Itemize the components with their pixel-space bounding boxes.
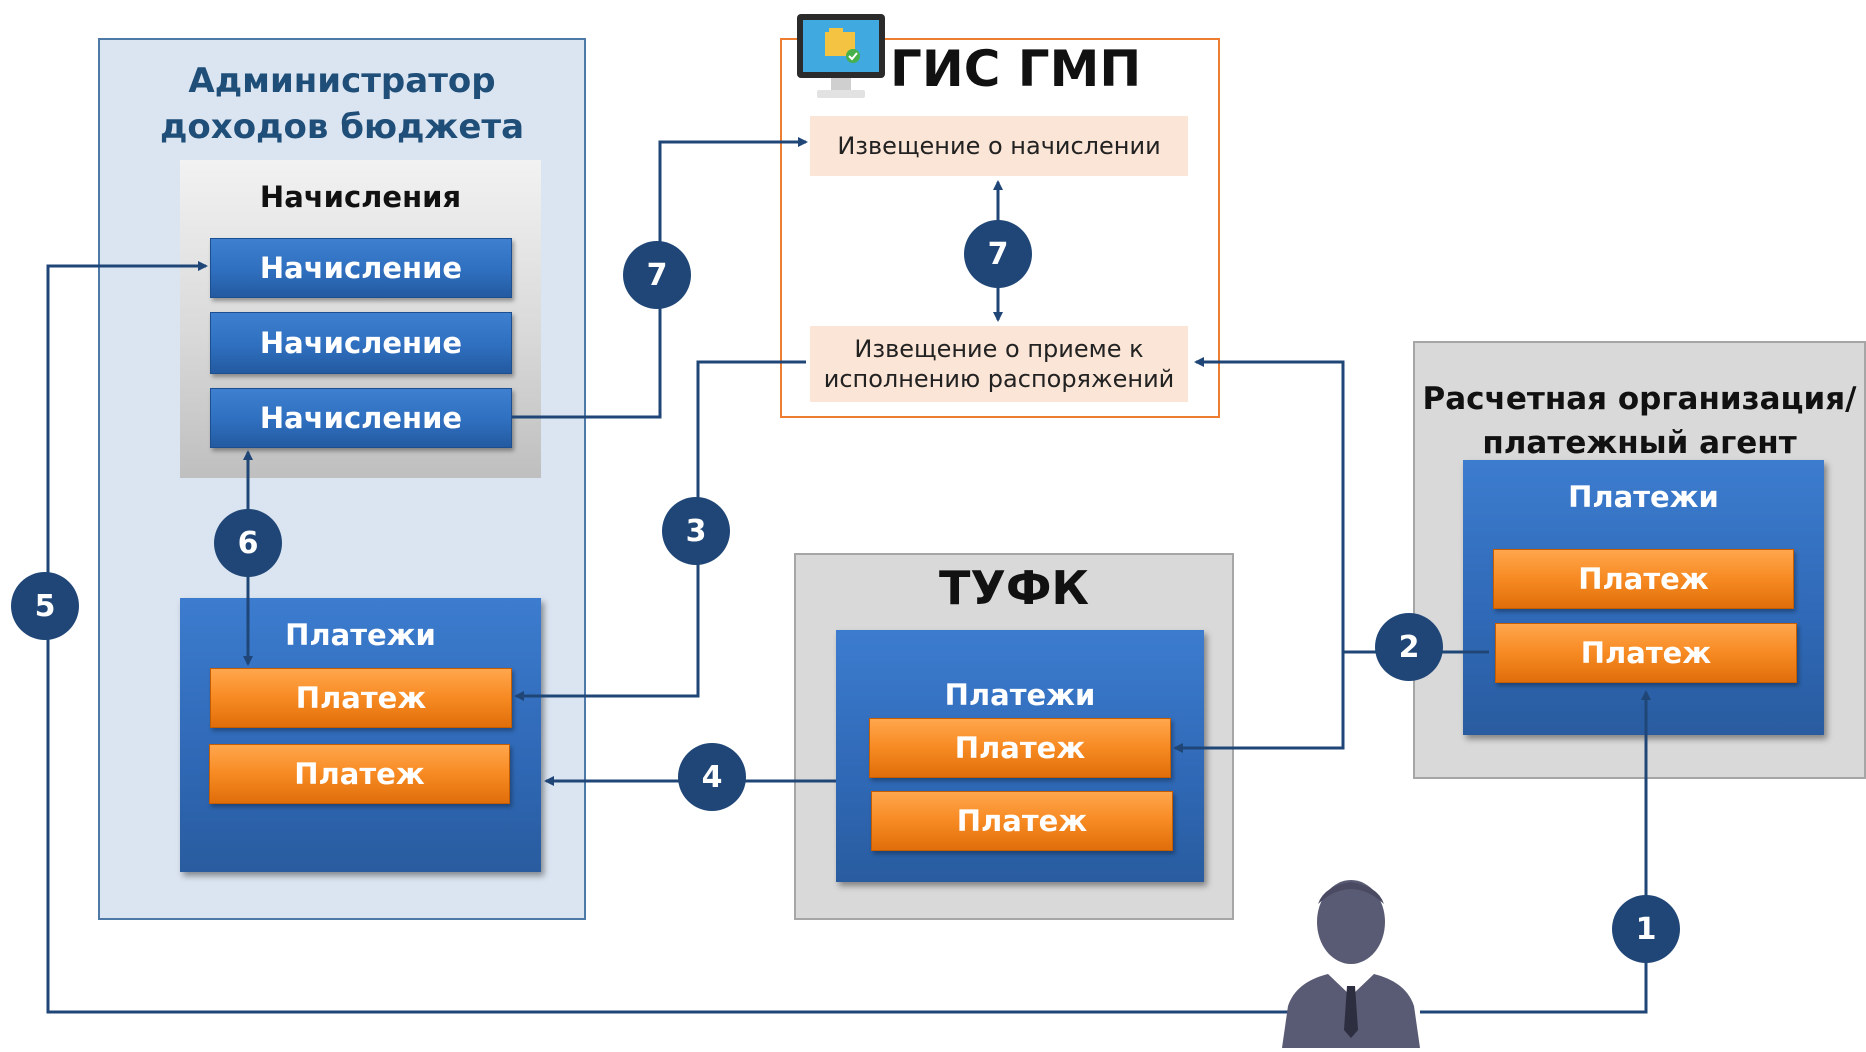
step-circle: 1 [1612,895,1680,963]
agent-payments-title: Платежи [1568,480,1719,514]
budget-admin-title: Администратор доходов бюджета [100,58,584,150]
payment-agent-title-line2: платежный агент [1482,425,1797,461]
flow-2-tufk-line [1173,652,1345,753]
tufk-title: ТУФК [938,561,1090,615]
budget-admin-title-line2: доходов бюджета [159,107,525,147]
payment-item[interactable]: Платеж [869,718,1171,778]
notice-accrual[interactable]: Извещение о начислении [810,116,1188,176]
payment-item[interactable]: Платеж [209,744,510,804]
payment-item[interactable]: Платеж [210,668,512,728]
accruals-title: Начисления [259,180,462,214]
gis-gmp-title: ГИС ГМП [890,40,1142,98]
budget-admin-title-line1: Администратор [188,61,496,101]
person-icon [1278,870,1424,1048]
payment-item[interactable]: Платеж [1495,623,1797,683]
admin-payments-title: Платежи [285,618,436,652]
accrual-item[interactable]: Начисление [210,312,512,374]
computer-monitor-icon [795,12,887,104]
payment-agent-title: Расчетная организация/ платежный агент [1415,377,1864,465]
admin-payments-panel: Платежи [180,598,541,872]
notice-acceptance-line2: исполнению распоряжений [823,365,1175,393]
accrual-item[interactable]: Начисление [210,388,512,448]
payment-item[interactable]: Платеж [1493,549,1794,609]
step-circle: 6 [214,509,282,577]
step-circle: 2 [1375,613,1443,681]
step-circle: 7 [623,241,691,309]
tufk-payments-title: Платежи [944,678,1096,712]
accrual-item[interactable]: Начисление [210,238,512,298]
notice-accrual-label: Извещение о начислении [837,132,1161,160]
flow-2-line [1194,357,1489,654]
notice-acceptance[interactable]: Извещение о приеме к исполнению распоряж… [810,326,1188,402]
step-circle: 3 [662,497,730,565]
step-circle: 4 [678,743,746,811]
payment-item[interactable]: Платеж [871,791,1173,851]
flow-5-line [46,261,1290,1014]
step-circle: 5 [11,572,79,640]
notice-acceptance-line1: Извещение о приеме к [854,335,1144,363]
payment-agent-title-line1: Расчетная организация/ [1422,381,1857,417]
flow-1-line [1420,690,1651,1014]
step-circle: 7 [964,220,1032,288]
